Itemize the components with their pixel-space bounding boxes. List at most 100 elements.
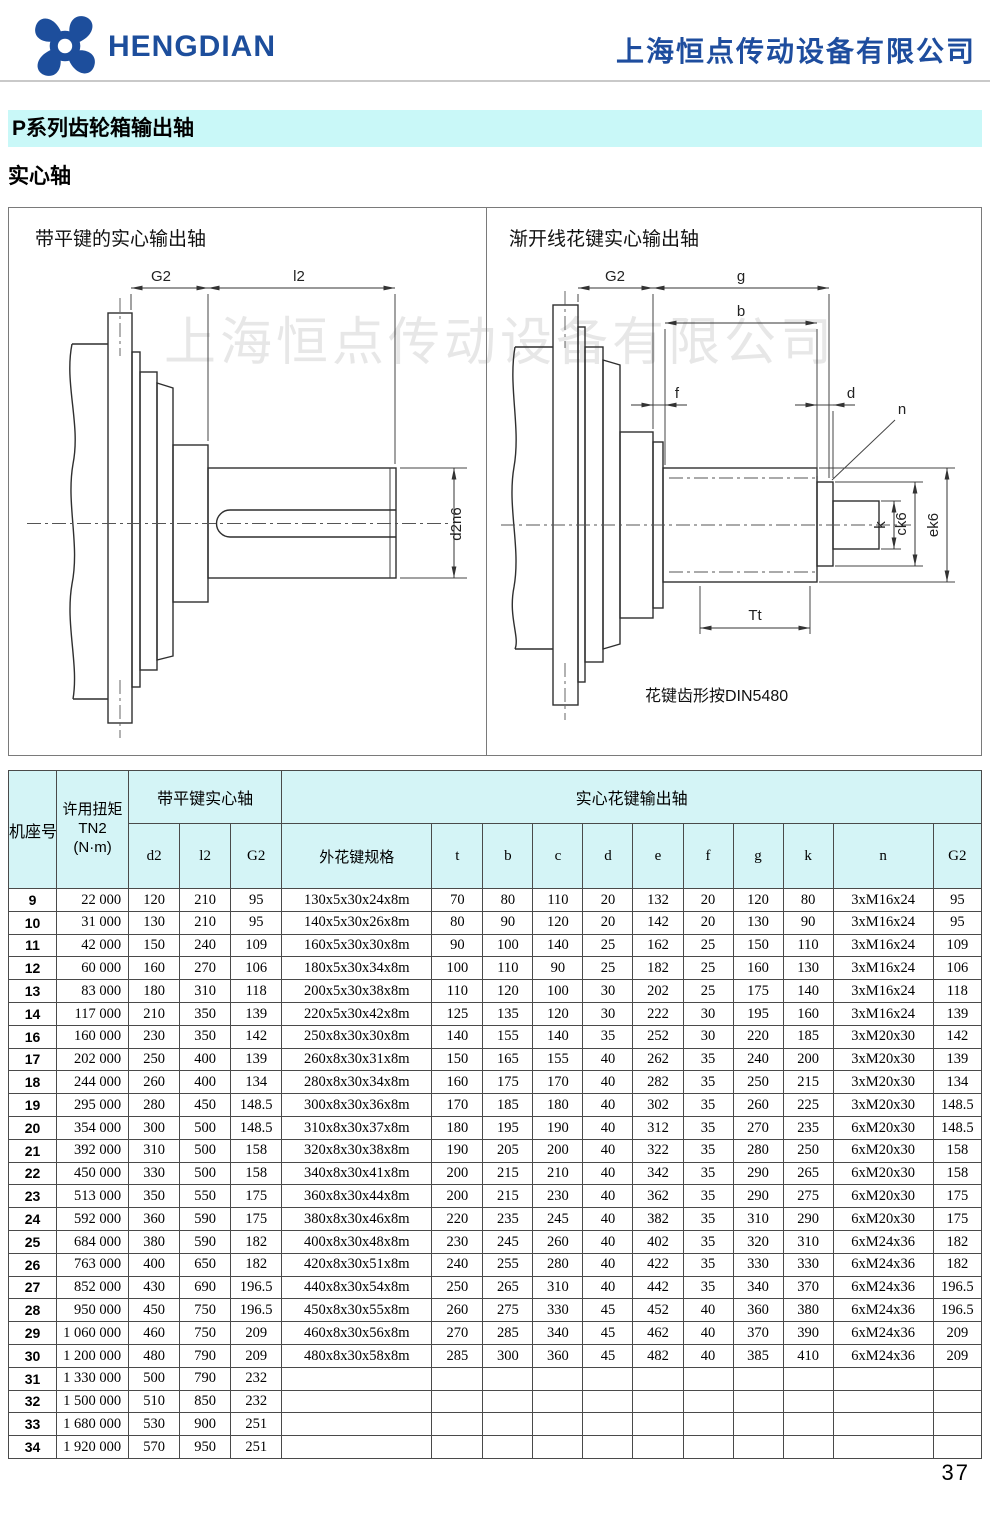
value-cell: 320 xyxy=(732,1229,784,1254)
value-cell: 460x8x30x56x8m xyxy=(281,1321,433,1345)
value-cell: 300 xyxy=(482,1343,534,1368)
value-cell: 35 xyxy=(682,1184,734,1209)
frame-size-cell: 9 xyxy=(7,888,58,912)
value-cell: 25 xyxy=(682,956,734,981)
value-cell: 302 xyxy=(632,1093,684,1117)
value-cell xyxy=(782,1389,834,1414)
value-cell: 360 xyxy=(732,1298,784,1323)
value-cell: 275 xyxy=(782,1184,834,1209)
value-cell: 460 xyxy=(128,1321,181,1345)
value-cell: 45 xyxy=(582,1343,634,1368)
value-cell: 40 xyxy=(582,1184,634,1209)
value-cell: 117 000 xyxy=(56,1001,130,1026)
value-cell: 280 xyxy=(128,1093,181,1117)
value-cell xyxy=(932,1412,983,1437)
value-cell: 80 xyxy=(431,910,484,935)
value-cell: 225 xyxy=(782,1093,834,1117)
header-divider xyxy=(0,80,990,82)
value-cell: 422 xyxy=(632,1252,684,1277)
value-cell: 390 xyxy=(782,1321,834,1345)
value-cell: 350 xyxy=(128,1184,181,1209)
value-cell: 852 000 xyxy=(56,1275,130,1300)
value-cell: 3xM16x24 xyxy=(832,933,934,958)
value-cell: 6xM24x36 xyxy=(832,1321,934,1345)
value-cell xyxy=(632,1435,684,1459)
value-cell xyxy=(431,1435,484,1459)
value-cell: 106 xyxy=(230,956,283,981)
value-cell: 40 xyxy=(582,1275,634,1300)
value-cell: 40 xyxy=(582,1229,634,1254)
value-cell: 280 xyxy=(532,1252,584,1277)
left-drawing: G2 l2 d2n6 xyxy=(27,268,467,738)
value-cell: 162 xyxy=(632,933,684,958)
value-cell: 142 xyxy=(230,1024,283,1049)
value-cell: 550 xyxy=(179,1184,232,1209)
value-cell xyxy=(732,1412,784,1437)
value-cell: 260 xyxy=(431,1298,484,1323)
col-header-d2: d2 xyxy=(128,823,181,889)
value-cell: 22 000 xyxy=(56,888,130,912)
value-cell xyxy=(732,1435,784,1459)
value-cell: 35 xyxy=(682,1275,734,1300)
value-cell: 180 xyxy=(532,1093,584,1117)
value-cell: 380 xyxy=(128,1229,181,1254)
dim-label-G2: G2 xyxy=(151,268,171,285)
value-cell xyxy=(582,1412,634,1437)
col-header-torque: 许用扭矩 TN2 (N·m) xyxy=(56,770,130,889)
value-cell: 109 xyxy=(932,933,983,958)
value-cell xyxy=(482,1435,534,1459)
value-cell xyxy=(782,1366,834,1391)
value-cell xyxy=(431,1412,484,1437)
value-cell: 158 xyxy=(932,1161,983,1186)
value-cell: 140 xyxy=(532,933,584,958)
value-cell xyxy=(532,1389,584,1414)
value-cell: 1 680 000 xyxy=(56,1412,130,1437)
value-cell: 170 xyxy=(431,1093,484,1117)
value-cell: 210 xyxy=(532,1161,584,1186)
step-1 xyxy=(131,351,141,688)
value-cell: 142 xyxy=(632,910,684,935)
value-cell: 350 xyxy=(179,1001,232,1026)
value-cell: 120 xyxy=(482,979,534,1003)
extension-lines xyxy=(130,294,396,464)
value-cell: 110 xyxy=(532,888,584,912)
value-cell: 3xM16x24 xyxy=(832,910,934,935)
value-cell: 35 xyxy=(682,1229,734,1254)
value-cell: 230 xyxy=(128,1024,181,1049)
value-cell: 190 xyxy=(532,1115,584,1140)
col-header-b: b xyxy=(482,823,534,889)
value-cell xyxy=(932,1366,983,1391)
torque-symbol: TN2 xyxy=(78,820,107,838)
value-cell: 280 xyxy=(732,1138,784,1163)
value-cell xyxy=(281,1412,433,1437)
value-cell: 312 xyxy=(632,1115,684,1140)
value-cell xyxy=(431,1389,484,1414)
value-cell: 40 xyxy=(582,1207,634,1231)
step-3 xyxy=(602,359,621,650)
value-cell xyxy=(732,1389,784,1414)
value-cell: 209 xyxy=(230,1343,283,1368)
value-cell: 25 xyxy=(682,933,734,958)
value-cell: 392 000 xyxy=(56,1138,130,1163)
value-cell: 240 xyxy=(179,933,232,958)
value-cell: 255 xyxy=(482,1252,534,1277)
value-cell: 240 xyxy=(732,1047,784,1072)
value-cell: 148.5 xyxy=(932,1115,983,1140)
value-cell: 244 000 xyxy=(56,1070,130,1095)
value-cell: 110 xyxy=(482,956,534,981)
value-cell: 340 xyxy=(532,1321,584,1345)
value-cell: 420x8x30x51x8m xyxy=(281,1252,433,1277)
value-cell xyxy=(832,1389,934,1414)
value-cell xyxy=(482,1412,534,1437)
value-cell: 251 xyxy=(230,1412,283,1437)
spline-din-note: 花键齿形按DIN5480 xyxy=(645,688,789,705)
value-cell: 360 xyxy=(128,1207,181,1231)
value-cell: 118 xyxy=(230,979,283,1003)
value-cell: 196.5 xyxy=(932,1298,983,1323)
logo-text: HENGDIAN xyxy=(108,30,277,63)
